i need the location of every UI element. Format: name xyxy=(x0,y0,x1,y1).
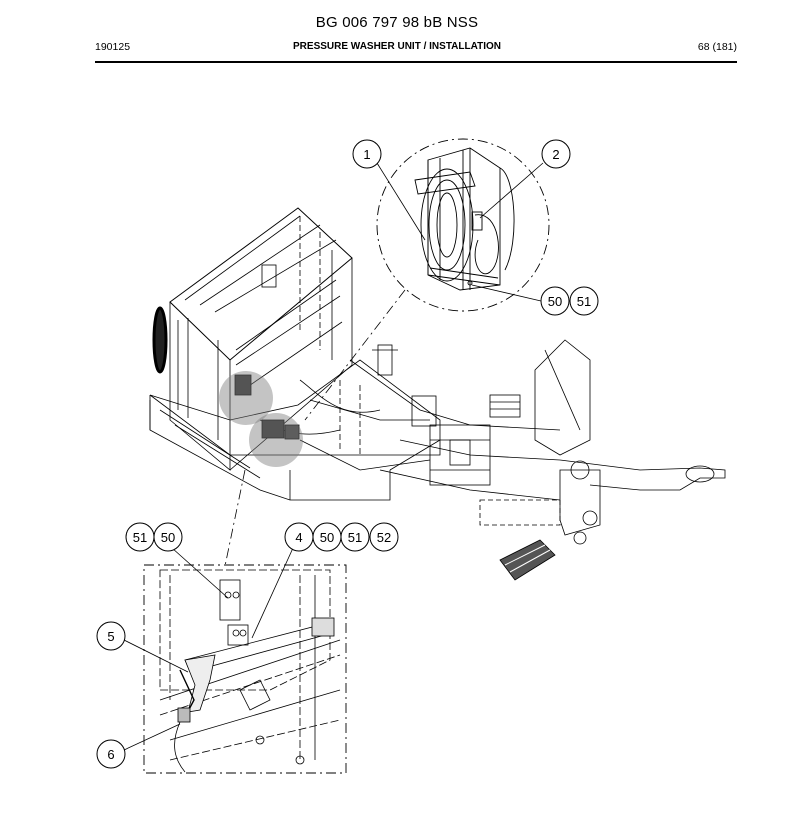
highlight-circle-reel xyxy=(219,371,273,425)
header-date: 190125 xyxy=(95,41,131,53)
callout-51-lance-circle xyxy=(340,522,370,552)
callout-2: 2 xyxy=(552,147,559,162)
callout-50-gun-circle xyxy=(153,522,183,552)
callout-2-circle xyxy=(541,139,571,169)
section-title: PRESSURE WASHER UNIT / INSTALLATION xyxy=(293,41,501,52)
spray-gun-detail-icon xyxy=(143,564,347,774)
callout-6-circle xyxy=(96,739,126,769)
gun-leader-line xyxy=(224,469,246,567)
highlight-circle-gun xyxy=(249,413,303,467)
header-rule xyxy=(95,61,737,63)
callout-1-circle xyxy=(352,139,382,169)
callout-51-lance: 51 xyxy=(348,530,362,545)
callout-6: 6 xyxy=(107,747,114,762)
document-code: BG 006 797 98 bB NSS xyxy=(315,14,479,31)
callout-4: 4 xyxy=(295,530,302,545)
page-number: 68 (181) xyxy=(697,41,737,53)
hose-reel-detail-icon xyxy=(376,138,550,312)
callout-5: 5 xyxy=(107,629,114,644)
callout-51: 51 xyxy=(577,294,591,309)
reel-leader-line xyxy=(304,289,406,421)
callout-1: 1 xyxy=(363,147,370,162)
callout-52: 52 xyxy=(377,530,391,545)
machine-chassis-drawing-icon xyxy=(149,207,726,581)
callout-50-gun: 50 xyxy=(161,530,175,545)
callout-50-circle xyxy=(540,286,570,316)
callout-50-lance: 50 xyxy=(320,530,334,545)
callout-5-circle xyxy=(96,621,126,651)
callout-51-gun: 51 xyxy=(133,530,147,545)
callout-52-circle xyxy=(369,522,399,552)
callout-51-circle xyxy=(569,286,599,316)
callout-50: 50 xyxy=(548,294,562,309)
